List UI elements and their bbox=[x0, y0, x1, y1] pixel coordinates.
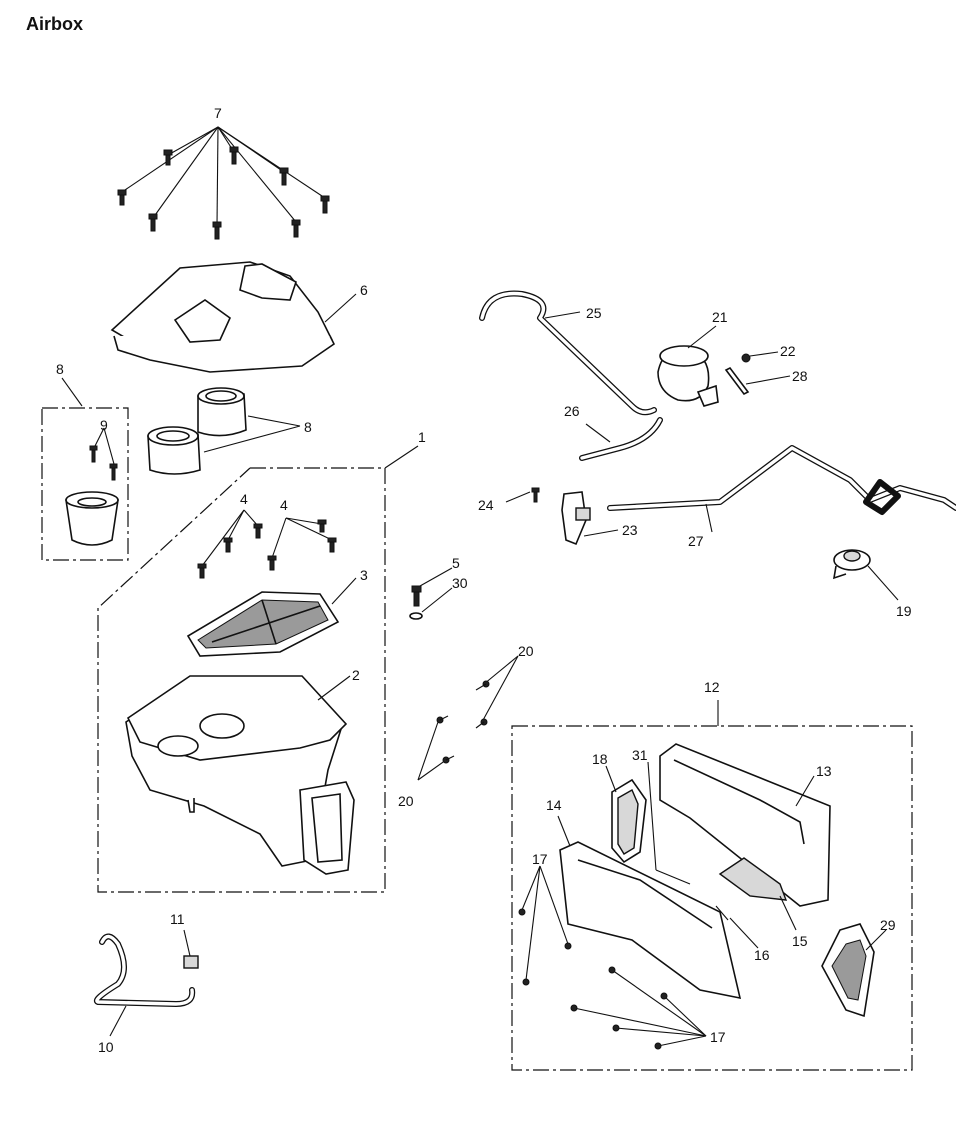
callout-14: 14 bbox=[546, 797, 562, 813]
duct-group-parts-13-31 bbox=[557, 700, 887, 1018]
bolt-washer-parts-5-30 bbox=[409, 567, 453, 620]
callout-17b: 17 bbox=[710, 1029, 726, 1045]
callout-1: 1 bbox=[418, 429, 426, 445]
valve-parts-23-24 bbox=[505, 487, 619, 546]
callout-13: 13 bbox=[816, 763, 832, 779]
airbox-lower-part-2 bbox=[125, 675, 355, 875]
callout-25: 25 bbox=[586, 305, 602, 321]
callout-21: 21 bbox=[712, 309, 728, 325]
callout-20a: 20 bbox=[518, 643, 534, 659]
callout-5: 5 bbox=[452, 555, 460, 571]
airbox-cover-part-6 bbox=[110, 261, 357, 373]
callout-7: 7 bbox=[214, 105, 222, 121]
callout-16: 16 bbox=[754, 947, 770, 963]
callout-23: 23 bbox=[622, 522, 638, 538]
valve-part-19 bbox=[832, 549, 899, 601]
callout-22: 22 bbox=[780, 343, 796, 359]
intake-boots-part-8 bbox=[147, 387, 301, 475]
callout-30: 30 bbox=[452, 575, 468, 591]
callout-4a: 4 bbox=[240, 491, 248, 507]
callout-10: 10 bbox=[98, 1039, 114, 1055]
airbox-assembly-frame bbox=[97, 467, 386, 893]
callout-3: 3 bbox=[360, 567, 368, 583]
canister-parts-21-22-28 bbox=[657, 325, 791, 407]
cap-detail-frame bbox=[41, 407, 129, 561]
diagram-title: Airbox bbox=[26, 14, 84, 34]
callout-9: 9 bbox=[100, 417, 108, 433]
callout-29: 29 bbox=[880, 917, 896, 933]
hose-clamp-parts-10-11 bbox=[94, 929, 199, 1037]
callout-18: 18 bbox=[592, 751, 608, 767]
screws-part-20 bbox=[417, 655, 519, 781]
callout-20b: 20 bbox=[398, 793, 414, 809]
callout-8b: 8 bbox=[304, 419, 312, 435]
callout-28: 28 bbox=[792, 368, 808, 384]
callout-26: 26 bbox=[564, 403, 580, 419]
callout-31: 31 bbox=[632, 747, 648, 763]
air-filter-part-3 bbox=[186, 577, 357, 657]
callout-17a: 17 bbox=[532, 851, 548, 867]
callout-4b: 4 bbox=[280, 497, 288, 513]
callout-12: 12 bbox=[704, 679, 720, 695]
callout-2: 2 bbox=[352, 667, 360, 683]
air-duct-assembly-frame bbox=[511, 725, 913, 1071]
vent-line-part-27 bbox=[607, 445, 956, 533]
screws-part-17 bbox=[518, 865, 707, 1050]
intake-cap-detail-part-9 bbox=[61, 377, 119, 546]
screws-part-4 bbox=[197, 509, 337, 579]
callout-8a: 8 bbox=[56, 361, 64, 377]
callout-27: 27 bbox=[688, 533, 704, 549]
callout-6: 6 bbox=[360, 282, 368, 298]
callout-19: 19 bbox=[896, 603, 912, 619]
callout-11: 11 bbox=[170, 911, 185, 927]
callout-15: 15 bbox=[792, 933, 808, 949]
screws-part-7 bbox=[117, 126, 330, 240]
breather-lines-parts-25-26 bbox=[479, 290, 663, 461]
callout-24: 24 bbox=[478, 497, 494, 513]
